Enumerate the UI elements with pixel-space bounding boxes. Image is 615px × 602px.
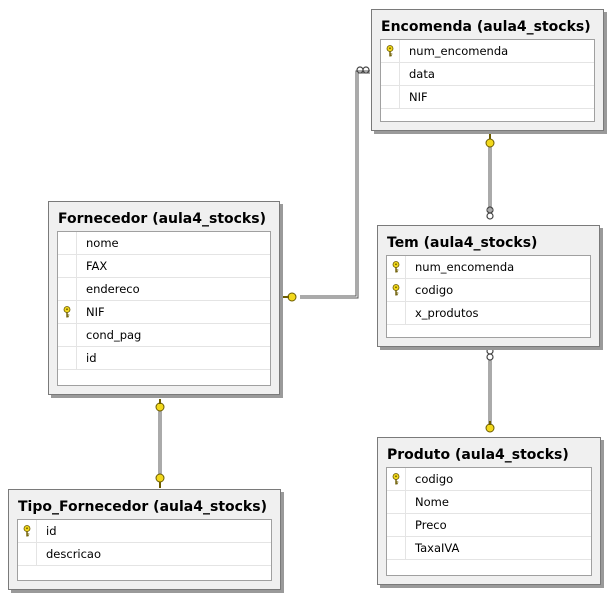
column-row[interactable]: NIF — [58, 301, 270, 324]
primary-key-icon — [63, 306, 71, 318]
column-row[interactable]: cond_pag — [58, 324, 270, 347]
primary-key-icon — [392, 261, 400, 273]
one-end-key-icon — [282, 292, 297, 302]
column-name: NIF — [409, 90, 428, 104]
primary-key-icon — [392, 284, 400, 296]
table-tipo-fornecedor[interactable]: Tipo_Fornecedor (aula4_stocks) id descric… — [8, 489, 281, 590]
column-row[interactable]: id — [58, 347, 270, 370]
many-end-icon — [486, 206, 494, 220]
column-row[interactable]: FAX — [58, 255, 270, 278]
row-selector — [18, 543, 37, 565]
row-selector — [381, 40, 400, 62]
column-row[interactable]: codigo — [387, 468, 591, 491]
row-selector — [387, 302, 406, 324]
column-row[interactable]: TaxaIVA — [387, 537, 591, 560]
column-row[interactable]: Preco — [387, 514, 591, 537]
row-selector — [58, 347, 77, 369]
row-selector — [387, 256, 406, 278]
relationship-fornecedor-tipo[interactable] — [158, 410, 162, 474]
column-row[interactable]: endereco — [58, 278, 270, 301]
column-name: codigo — [415, 472, 454, 486]
table-title: Tem (aula4_stocks) — [387, 235, 538, 251]
row-selector — [387, 514, 406, 536]
column-row[interactable]: data — [381, 63, 594, 86]
row-selector — [387, 468, 406, 490]
column-name: codigo — [415, 283, 454, 297]
column-name: id — [46, 524, 57, 538]
column-row[interactable]: nome — [58, 232, 270, 255]
column-name: id — [86, 351, 97, 365]
column-name: Nome — [415, 495, 449, 509]
column-name: FAX — [86, 259, 108, 273]
column-name: NIF — [86, 305, 105, 319]
row-selector — [58, 255, 77, 277]
row-selector — [58, 232, 77, 254]
table-title: Fornecedor (aula4_stocks) — [58, 211, 266, 227]
column-row[interactable]: x_produtos — [387, 302, 590, 325]
column-name: descricao — [46, 547, 102, 561]
row-selector — [58, 301, 77, 323]
column-name: nome — [86, 236, 119, 250]
one-end-key-icon — [155, 399, 165, 412]
column-name: cond_pag — [86, 328, 142, 342]
primary-key-icon — [23, 525, 31, 537]
one-end-key-icon — [485, 421, 495, 433]
one-end-key-icon — [155, 473, 165, 488]
column-row[interactable]: descricao — [18, 543, 271, 566]
column-name: x_produtos — [415, 306, 479, 320]
primary-key-icon — [386, 45, 394, 57]
many-end-icon — [356, 66, 370, 74]
one-end-key-icon — [485, 133, 495, 148]
column-grid: id descricao — [17, 519, 272, 581]
column-row[interactable]: Nome — [387, 491, 591, 514]
column-name: TaxaIVA — [415, 541, 460, 555]
column-row[interactable]: id — [18, 520, 271, 543]
column-name: data — [409, 67, 435, 81]
table-title: Encomenda (aula4_stocks) — [381, 19, 591, 35]
column-name: endereco — [86, 282, 140, 296]
row-selector — [58, 324, 77, 346]
table-title: Tipo_Fornecedor (aula4_stocks) — [18, 499, 267, 515]
row-selector — [381, 86, 400, 108]
row-selector — [387, 537, 406, 559]
row-selector — [387, 279, 406, 301]
row-selector — [381, 63, 400, 85]
column-row[interactable]: num_encomenda — [381, 40, 594, 63]
row-selector — [58, 278, 77, 300]
column-row[interactable]: codigo — [387, 279, 590, 302]
row-selector — [18, 520, 37, 542]
column-row[interactable]: NIF — [381, 86, 594, 109]
column-name: Preco — [415, 518, 447, 532]
relationship-encomenda-tem[interactable] — [488, 146, 492, 213]
primary-key-icon — [392, 473, 400, 485]
relationship-fornecedor-encomenda[interactable] — [300, 70, 370, 299]
table-title: Produto (aula4_stocks) — [387, 447, 569, 463]
many-end-icon — [486, 347, 494, 361]
relationship-tem-produto[interactable] — [488, 360, 492, 425]
column-row[interactable]: num_encomenda — [387, 256, 590, 279]
column-name: num_encomenda — [415, 260, 515, 274]
column-name: num_encomenda — [409, 44, 509, 58]
row-selector — [387, 491, 406, 513]
